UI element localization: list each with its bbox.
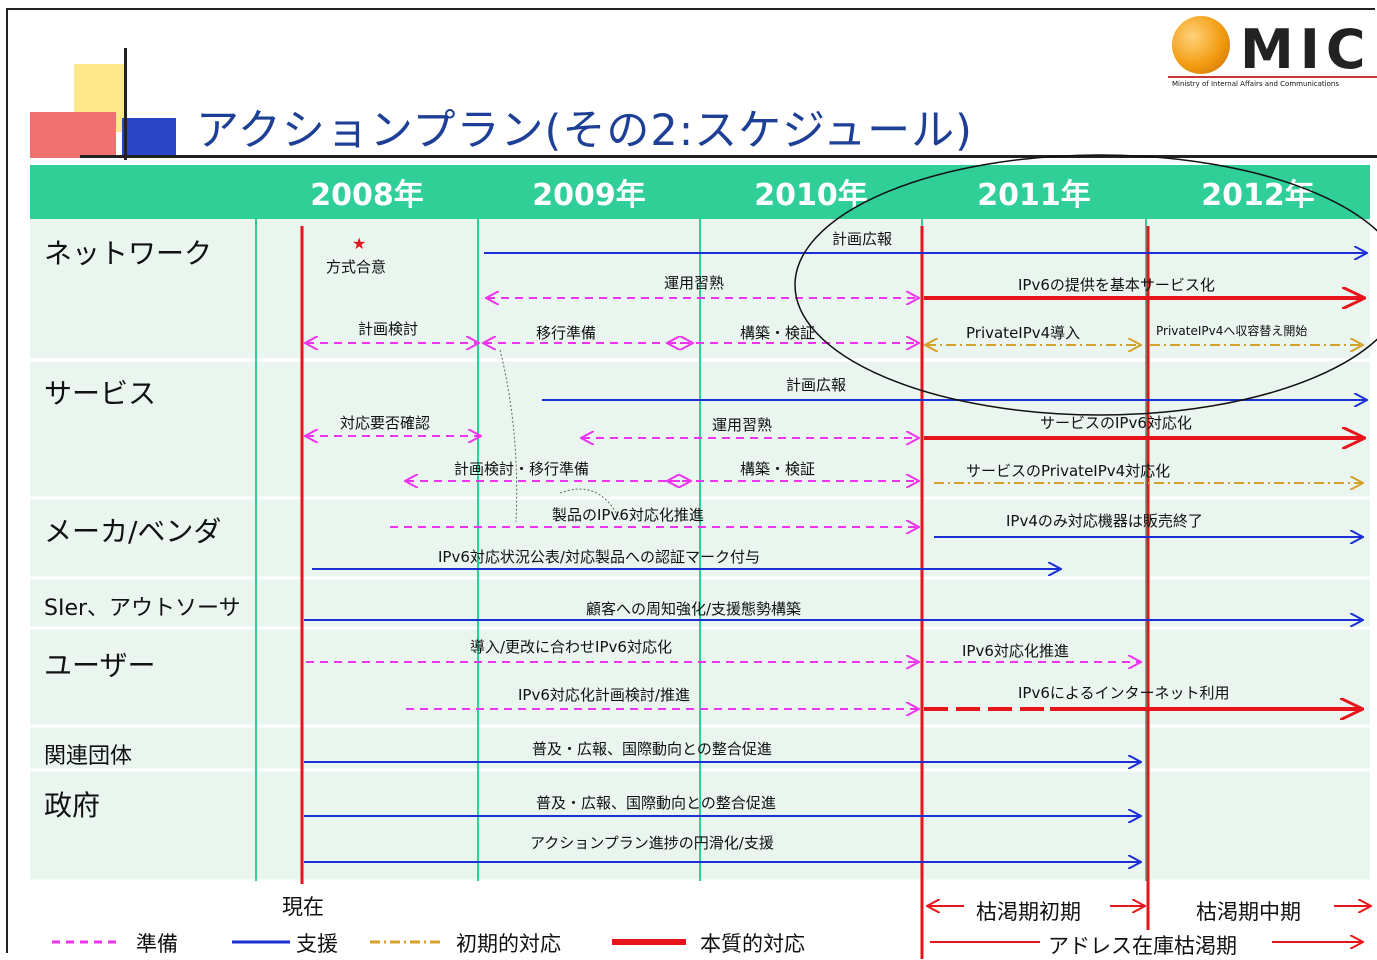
net-ops-label: 運用習熟 [664,274,725,292]
star-icon: ★ [352,234,367,253]
legend-initial: 初期的対応 [456,932,561,956]
row-label-user: ユーザー [44,649,156,682]
gov-smooth-label: アクションプラン進捗の円滑化/支援 [530,834,774,852]
org-promote-label: 普及・広報、国際動向との整合促進 [532,740,772,758]
mk-publish-label: IPv6対応状況公表/対応製品への認証マーク付与 [438,548,760,566]
net-plan-label: 計画検討 [358,320,419,338]
net-build-label: 構築・検証 [740,324,816,342]
gov-promote-label: 普及・広報、国際動向との整合促進 [536,794,776,812]
net-private-switch-label: PrivateIPv4へ収容替え開始 [1156,324,1308,338]
row-label-sier: SIer、アウトソーサ [44,596,241,621]
phase-early-label: 枯渇期初期 [976,900,1081,924]
usr-plan-label: IPv6対応化計画検討/推進 [518,686,690,704]
svc-build-label: 構築・検証 [740,460,816,478]
usr-intro-label: 導入/更改に合わせIPv6対応化 [470,638,672,656]
usr-promote-label: IPv6対応化推進 [962,642,1069,660]
net-private-intro-label: PrivateIPv4導入 [966,324,1081,342]
phase-mid-label: 枯渇期中期 [1196,900,1301,924]
mk-end-label: IPv4のみ対応機器は販売終了 [1006,512,1203,530]
row-label-network: ネットワーク [44,237,213,270]
svc-ipv6-label: サービスのIPv6対応化 [1040,414,1192,432]
svc-need-label: 対応要否確認 [340,414,431,432]
logo-divider [1168,76,1377,78]
year-2011: 2011年 [977,178,1091,213]
phase-depletion-label: アドレス在庫枯渇期 [1048,934,1237,958]
year-2010: 2010年 [754,178,868,213]
mk-product-label: 製品のIPv6対応化推進 [552,506,704,524]
logo-text: MIC [1240,18,1372,81]
net-ipv6-basic-label: IPv6の提供を基本サービス化 [1018,276,1215,294]
decor-red-square [30,112,116,158]
usr-internet-label: IPv6によるインターネット利用 [1018,684,1230,702]
legend-support: 支援 [296,932,338,956]
row-label-maker: メーカ/ベンダ [44,515,222,548]
row-label-org: 関連団体 [44,744,133,769]
year-2012: 2012年 [1201,178,1315,213]
row-label-gov: 政府 [44,789,101,822]
svc-ops-label: 運用習熟 [712,416,773,434]
slide-frame [6,8,1375,953]
decor-vertical-line [124,48,127,160]
svc-plan-label: 計画検討・移行準備 [454,460,590,478]
decor-horizontal-line [80,155,1377,158]
page-title: アクションプラン(その2:スケジュール) [196,106,973,156]
decor-blue-square [122,118,176,158]
row-label-service: サービス [44,377,157,410]
net-agree-label: 方式合意 [326,258,387,276]
legend-essential: 本質的対応 [700,932,805,956]
legend-prep: 準備 [136,932,178,956]
net-pr-label: 計画広報 [832,230,893,248]
svc-private-label: サービスのPrivateIPv4対応化 [966,462,1171,480]
mic-logo-icon [1172,16,1230,74]
logo-subtitle: Ministry of Internal Affairs and Communi… [1172,80,1339,88]
year-2008: 2008年 [310,178,424,213]
si-support-label: 顧客への周知強化/支援態勢構築 [586,600,802,618]
now-label: 現在 [282,895,324,919]
svc-pr-label: 計画広報 [786,376,847,394]
year-2009: 2009年 [532,178,646,213]
net-migrate-label: 移行準備 [536,324,597,342]
